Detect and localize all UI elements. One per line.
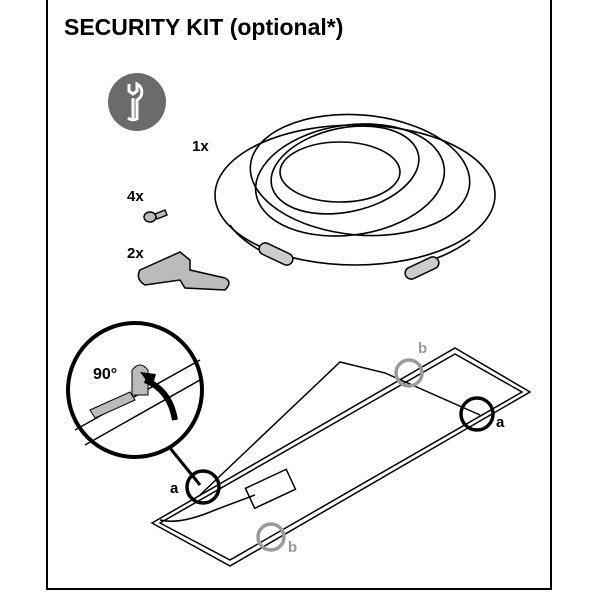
diagram-frame [46,0,552,590]
screw [143,209,168,223]
marker-b-bottom: b [288,539,298,556]
detail-callout [66,321,204,486]
bracket-quantity: 2x [127,245,144,262]
solar-panel [150,347,532,567]
marker-a-right: a [496,414,505,431]
wrench-icon [108,73,166,131]
bracket [137,251,230,291]
marker-b-top: b [418,340,428,357]
page-title: SECURITY KIT (optional*) [64,14,344,40]
carabiner [258,242,440,280]
cable-quantity: 1x [192,138,209,155]
marker-a-left: a [170,480,179,497]
security-cable [214,113,496,266]
screw-quantity: 4x [127,188,144,205]
marker-circles [185,358,495,552]
angle-label: 90° [93,366,118,383]
